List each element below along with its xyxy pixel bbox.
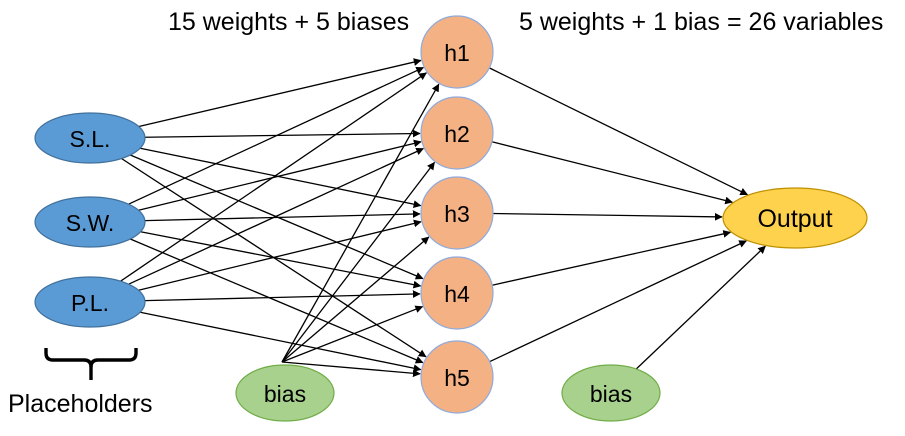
total-variables-label: = 26 variables xyxy=(727,8,884,36)
edge-h2-to-output xyxy=(491,141,733,205)
output-label-output: Output xyxy=(757,205,832,233)
edge-pl-to-h5 xyxy=(140,311,422,372)
edge-bias1-to-h4 xyxy=(281,305,424,363)
edge-pl-to-h4 xyxy=(144,290,421,302)
edge-sw-to-h2 xyxy=(138,139,422,211)
bias-label-bias2: bias xyxy=(590,381,632,407)
hidden-shape-h4 xyxy=(420,256,494,330)
edge-bias1-to-h1 xyxy=(281,83,440,363)
hidden-layer-params-label: 15 weights + 5 biases xyxy=(168,8,410,36)
edge-sw-to-h3 xyxy=(144,210,421,222)
edge-h4-to-output xyxy=(492,230,732,286)
hidden-shape-h1 xyxy=(420,15,494,89)
placeholders-bracket xyxy=(44,348,138,368)
edge-sw-to-h1 xyxy=(128,66,424,205)
edge-sl-to-h1 xyxy=(138,58,422,128)
output-shape-output xyxy=(722,187,868,249)
hidden-label-h2: h2 xyxy=(444,121,470,147)
hidden-node-h1[interactable]: h1 xyxy=(420,15,494,89)
hidden-label-h3: h3 xyxy=(444,201,470,227)
edge-h5-to-output xyxy=(489,240,747,363)
hidden-node-h2[interactable]: h2 xyxy=(420,96,494,170)
input-label-pl: P.L. xyxy=(71,290,109,316)
hidden-node-h5[interactable]: h5 xyxy=(420,340,494,414)
hidden-shape-h5 xyxy=(420,340,494,414)
input-label-sl: S.L. xyxy=(70,126,111,152)
bias-label-bias1: bias xyxy=(264,381,306,407)
hidden-shape-h3 xyxy=(420,176,494,250)
hidden-node-h4[interactable]: h4 xyxy=(420,256,494,330)
input-shape-pl xyxy=(34,276,146,328)
bias-shape-bias2 xyxy=(561,364,661,422)
input-node-sl[interactable]: S.L. xyxy=(34,112,146,164)
edge-bias1-to-h5 xyxy=(281,361,421,378)
input-node-pl[interactable]: P.L. xyxy=(34,276,146,328)
bias-node-bias2[interactable]: bias xyxy=(561,364,661,422)
input-label-sw: S.W. xyxy=(66,210,115,236)
edge-sl-to-h3 xyxy=(140,147,422,208)
edge-pl-to-h3 xyxy=(138,219,422,291)
edge-bias1-to-h2 xyxy=(281,161,436,363)
hidden-label-h4: h4 xyxy=(444,281,470,307)
bias-node-bias1[interactable]: bias xyxy=(235,364,335,422)
edge-h3-to-output xyxy=(492,212,723,221)
edge-sl-to-h2 xyxy=(144,129,421,138)
bracket-layer xyxy=(44,348,138,380)
edge-pl-to-h2 xyxy=(128,147,424,285)
edge-bias2-to-output xyxy=(635,245,766,370)
edge-sw-to-h5 xyxy=(130,238,424,364)
edge-pl-to-h1 xyxy=(120,72,427,282)
edges-layer xyxy=(120,58,766,378)
edge-bias1-to-h3 xyxy=(281,236,430,363)
hidden-label-h5: h5 xyxy=(444,365,470,391)
input-shape-sl xyxy=(34,112,146,164)
hidden-label-h1: h1 xyxy=(444,40,470,66)
edge-sw-to-h4 xyxy=(140,231,422,289)
placeholders-label: Placeholders xyxy=(8,390,153,418)
nodes-layer: S.L. S.W. P.L. h1 h2 h3 h4 h5 bias bias Output xyxy=(34,15,868,422)
input-node-sw[interactable]: S.W. xyxy=(34,196,146,248)
hidden-node-h3[interactable]: h3 xyxy=(420,176,494,250)
hidden-shape-h2 xyxy=(420,96,494,170)
input-shape-sw xyxy=(34,196,146,248)
output-node-output[interactable]: Output xyxy=(722,187,868,249)
bias-shape-bias1 xyxy=(235,364,335,422)
output-layer-params-label: 5 weights + 1 bias xyxy=(519,8,720,36)
edge-h1-to-output xyxy=(489,67,749,196)
